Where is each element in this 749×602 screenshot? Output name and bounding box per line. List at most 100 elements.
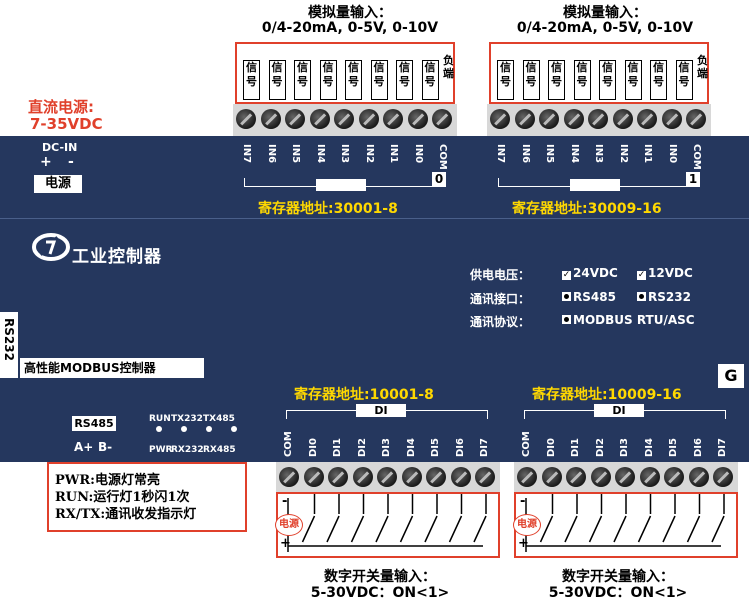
terminal-screw-icon[interactable] (352, 467, 373, 487)
terminal-screw-icon[interactable] (426, 467, 446, 487)
model-label: 高性能MODBUS控制器 (20, 358, 204, 378)
rs485-label: RS485 (72, 416, 116, 431)
di-caption-left-range: 5-30VDC：ON<1> (310, 585, 450, 601)
terminal-screw-icon[interactable] (688, 467, 709, 487)
channel-label: COM (283, 431, 294, 457)
ai-caption-left-range: 0/4-20mA, 0-5V, 0-10V (261, 20, 439, 36)
led-rx232-label: RX232 (171, 445, 204, 455)
terminal-screw-icon[interactable] (450, 467, 471, 487)
channel-label: DI6 (692, 438, 704, 457)
signal-char: 号 (525, 75, 537, 88)
terminal-screw-icon[interactable] (309, 109, 330, 129)
neg-terminal-label: 负端 (443, 54, 454, 80)
spec-supply-label: 供电电压： (470, 268, 531, 282)
channel-label: IN4 (568, 144, 580, 164)
terminal-screw-icon[interactable] (612, 109, 633, 129)
signal-char: 号 (653, 75, 664, 88)
signal-char: 号 (246, 75, 257, 88)
terminal-screw-icon[interactable] (686, 109, 706, 129)
terminal-screw-icon[interactable] (664, 467, 684, 487)
ai-register-right: 寄存器地址:30009-16 (512, 201, 662, 217)
signal-char: 信 (602, 61, 613, 74)
brand-logo-icon (32, 232, 70, 262)
di-plus-left: + (280, 536, 291, 551)
channel-label: COM (521, 431, 532, 457)
terminal-screw-icon[interactable] (285, 109, 305, 129)
channel-label: IN0 (666, 144, 678, 164)
channel-label: IN3 (339, 144, 350, 164)
channel-label: IN5 (290, 144, 301, 164)
terminal-screw-icon[interactable] (407, 109, 428, 129)
signal-char: 号 (627, 75, 639, 88)
power-title: 直流电源: (28, 98, 94, 116)
channel-label: DI3 (619, 438, 630, 457)
led-rx485-label: RX485 (203, 445, 236, 455)
terminal-screw-icon[interactable] (377, 467, 397, 487)
power-range: 7-35VDC (30, 115, 103, 133)
terminal-screw-icon[interactable] (661, 109, 682, 129)
terminal-screw-icon[interactable] (590, 467, 611, 487)
ai-signal-box-left: 信号信号信号信号信号信号信号信号负端 (235, 42, 455, 104)
terminal-screw-icon[interactable] (279, 467, 299, 487)
terminal-screw-icon[interactable] (303, 467, 324, 487)
channel-label: DI3 (381, 438, 392, 457)
terminal-screw-icon[interactable] (432, 109, 452, 129)
terminal-screw-icon[interactable] (401, 467, 422, 487)
terminal-screw-icon[interactable] (490, 109, 510, 129)
led-rx485-icon (231, 426, 237, 432)
signal-char: 信 (297, 61, 308, 74)
ai-caption-right-range: 0/4-20mA, 0-5V, 0-10V (516, 20, 694, 36)
channel-label: IN0 (412, 144, 424, 164)
terminal-screw-icon[interactable] (566, 467, 586, 487)
signal-label: 信号 (548, 60, 565, 100)
rs232-port (0, 312, 18, 378)
di-terminal-strip-left (276, 462, 500, 492)
signal-char: 号 (602, 75, 613, 88)
terminal-screw-icon[interactable] (517, 467, 537, 487)
signal-label: 信号 (650, 60, 667, 100)
ground-label: G (718, 364, 744, 388)
terminal-screw-icon[interactable] (475, 467, 495, 487)
terminal-screw-icon[interactable] (541, 467, 562, 487)
ai-caption-left-title: 模拟量输入： (308, 5, 392, 21)
terminal-screw-icon[interactable] (328, 467, 348, 487)
channel-label: IN1 (388, 144, 399, 164)
terminal-screw-icon[interactable] (639, 467, 660, 487)
signal-char: 信 (500, 61, 511, 74)
terminal-screw-icon[interactable] (539, 109, 559, 129)
brand-name: 工业控制器 (72, 247, 162, 267)
terminal-screw-icon[interactable] (383, 109, 403, 129)
channel-label: DI5 (668, 438, 679, 457)
channel-label: COM (691, 144, 702, 170)
terminal-screw-icon[interactable] (514, 109, 535, 129)
terminal-screw-icon[interactable] (236, 109, 256, 129)
terminal-screw-icon[interactable] (563, 109, 584, 129)
di-wiring-box-right (514, 492, 738, 558)
terminal-screw-icon[interactable] (588, 109, 608, 129)
terminal-screw-icon[interactable] (713, 467, 733, 487)
signal-label: 信号 (294, 60, 311, 100)
spec-proto-label: 通讯协议： (470, 315, 531, 329)
di-register-right: 寄存器地址:10009-16 (532, 387, 682, 403)
signal-char: 号 (678, 75, 690, 88)
terminal-screw-icon[interactable] (260, 109, 281, 129)
signal-char: 号 (271, 75, 283, 88)
signal-label: 信号 (243, 60, 260, 100)
channel-label: IN1 (642, 144, 653, 164)
channel-label: IN2 (363, 144, 375, 164)
signal-char: 信 (399, 61, 410, 74)
signal-label: 信号 (396, 60, 413, 100)
signal-char: 号 (576, 75, 588, 88)
ai-register-left: 寄存器地址:30001-8 (258, 201, 398, 217)
signal-char: 号 (424, 75, 436, 88)
led-pwr-icon (156, 426, 162, 432)
terminal-screw-icon[interactable] (637, 109, 657, 129)
terminal-screw-icon[interactable] (358, 109, 379, 129)
led-pwr-label: PWR (149, 445, 173, 455)
legend-line-3: RX/TX:通讯收发指示灯 (55, 507, 197, 522)
terminal-screw-icon[interactable] (334, 109, 354, 129)
channel-label: DI0 (307, 438, 319, 457)
terminal-screw-icon[interactable] (615, 467, 635, 487)
channel-label: IN3 (593, 144, 604, 164)
signal-char: 信 (551, 61, 562, 74)
